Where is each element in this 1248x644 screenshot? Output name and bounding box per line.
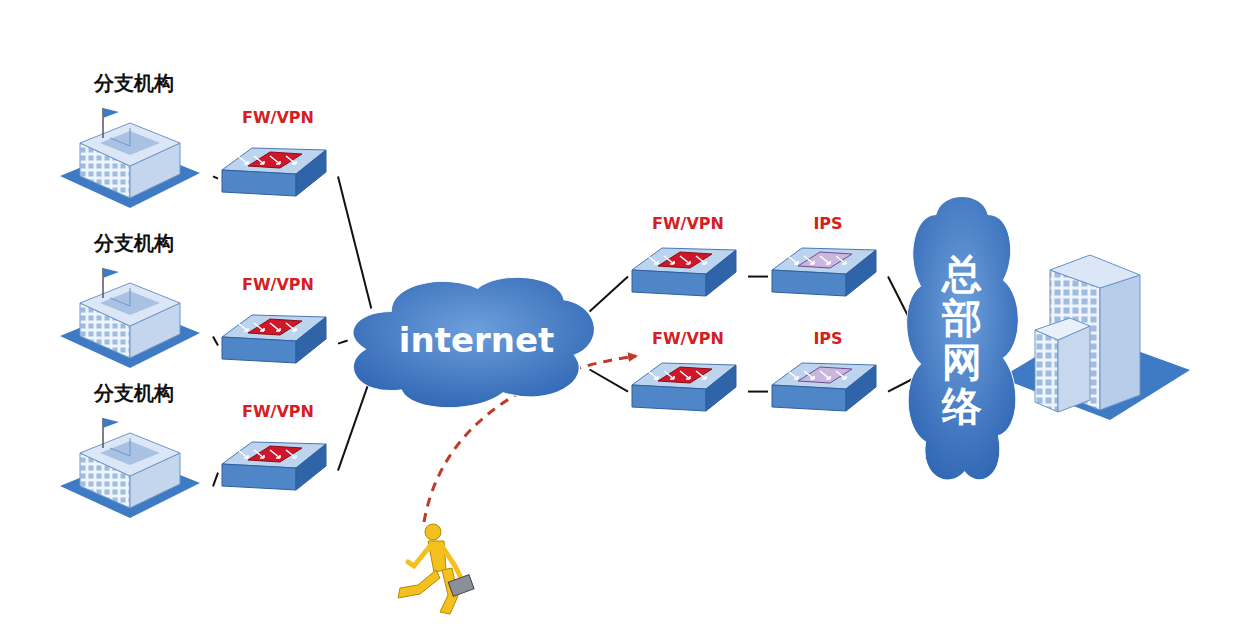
ips-node: IPS bbox=[768, 214, 888, 306]
device-label: FW/VPN bbox=[628, 329, 748, 348]
firewall-node: FW/VPN bbox=[628, 329, 748, 421]
firewall-device bbox=[218, 434, 330, 498]
branch-office: 分支机构 bbox=[55, 380, 213, 520]
ips-device bbox=[768, 240, 880, 304]
firewall-node: FW/VPN bbox=[218, 108, 338, 206]
network-link bbox=[590, 370, 628, 392]
firewall-device bbox=[628, 240, 740, 304]
device-label: IPS bbox=[768, 214, 888, 233]
network-link bbox=[338, 177, 371, 309]
firewall-device bbox=[218, 140, 330, 204]
firewall-node: FW/VPN bbox=[628, 214, 748, 306]
branch-office: 分支机构 bbox=[55, 70, 213, 210]
firewall-device bbox=[628, 355, 740, 419]
firewall-device bbox=[218, 307, 330, 371]
office-label: 分支机构 bbox=[55, 230, 213, 257]
network-cloud: 总部网络 bbox=[897, 190, 1027, 490]
network-cloud: internet bbox=[345, 268, 608, 413]
hq-building bbox=[1000, 255, 1190, 420]
network-link bbox=[213, 473, 218, 487]
network-link bbox=[338, 341, 348, 344]
branch-office: 分支机构 bbox=[55, 230, 213, 370]
firewall-node: FW/VPN bbox=[218, 402, 338, 500]
office-label: 分支机构 bbox=[55, 380, 213, 407]
branch-building bbox=[55, 408, 205, 523]
network-link bbox=[213, 336, 218, 345]
ips-node: IPS bbox=[768, 329, 888, 421]
network-link bbox=[748, 391, 768, 393]
network-link bbox=[213, 176, 218, 178]
device-label: FW/VPN bbox=[628, 214, 748, 233]
network-link bbox=[590, 277, 628, 312]
branch-building bbox=[55, 98, 205, 213]
ips-device bbox=[768, 355, 880, 419]
office-label: 分支机构 bbox=[55, 70, 213, 97]
network-label: 总部网络 bbox=[942, 252, 982, 428]
device-label: FW/VPN bbox=[218, 275, 338, 294]
firewall-node: FW/VPN bbox=[218, 275, 338, 373]
device-label: FW/VPN bbox=[218, 108, 338, 127]
network-link bbox=[338, 375, 371, 470]
device-label: IPS bbox=[768, 329, 888, 348]
network-label: internet bbox=[345, 320, 608, 360]
branch-building bbox=[55, 258, 205, 373]
device-label: FW/VPN bbox=[218, 402, 338, 421]
network-link bbox=[748, 276, 768, 278]
remote-user bbox=[398, 524, 474, 614]
